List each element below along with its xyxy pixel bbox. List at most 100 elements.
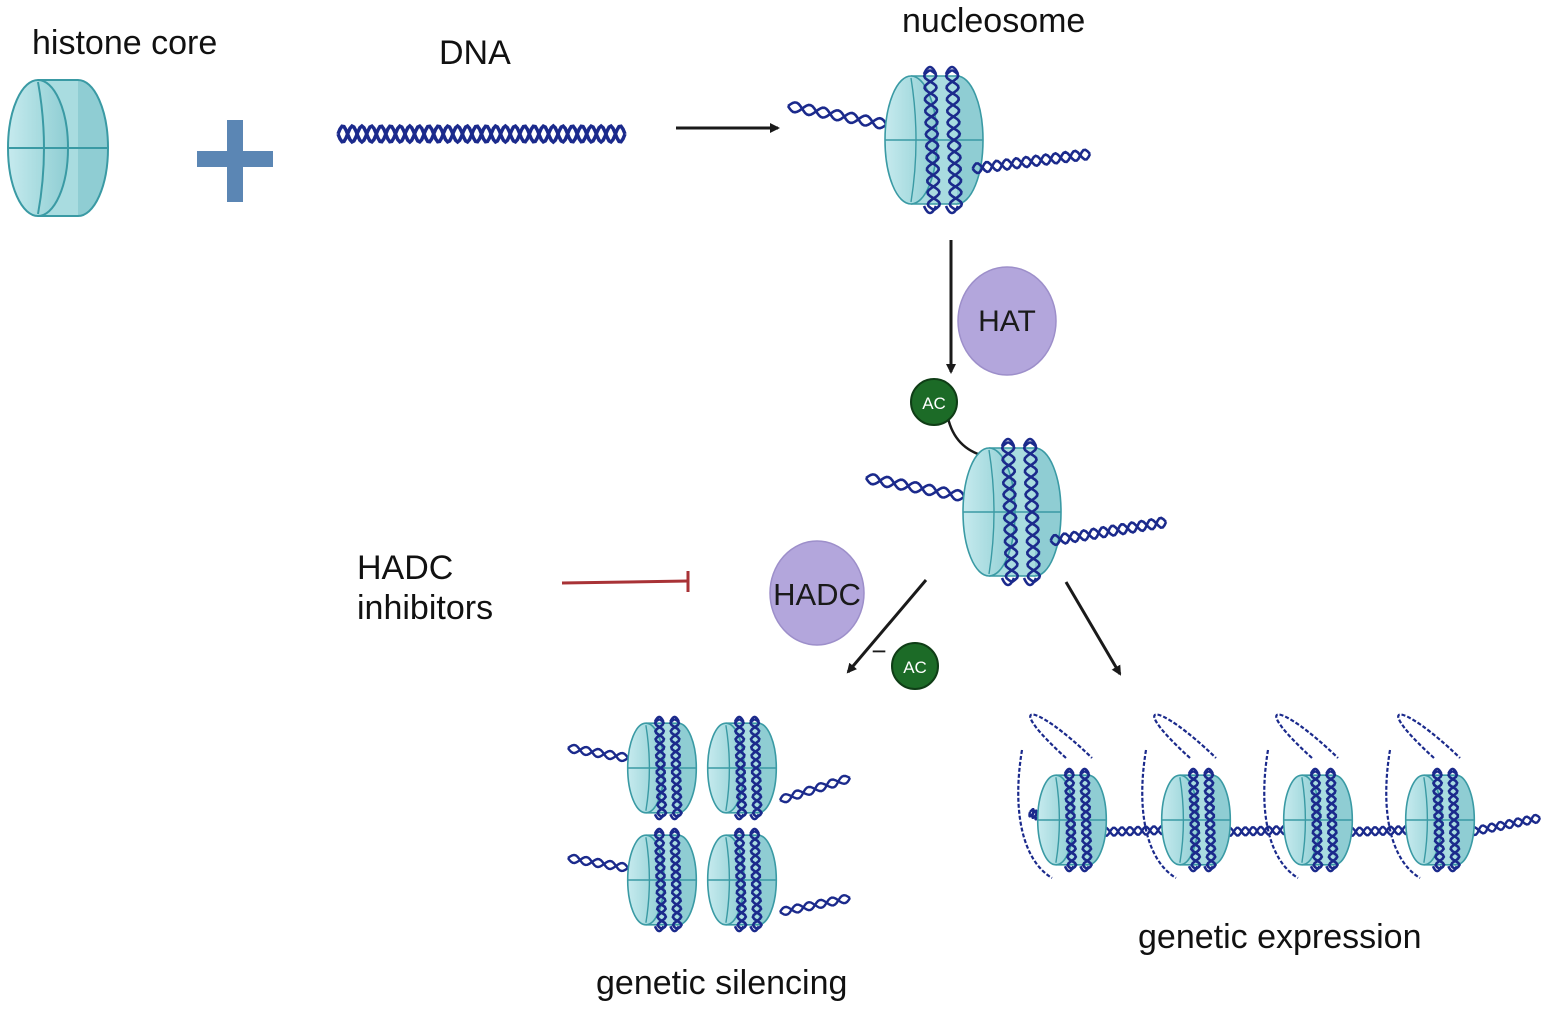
hat-label: HAT bbox=[978, 305, 1036, 338]
dna-loop bbox=[733, 827, 745, 835]
dna-loop bbox=[1309, 865, 1321, 873]
dna-helix-strand bbox=[653, 829, 668, 931]
dna-helix-strand bbox=[971, 149, 1092, 174]
dna-loop bbox=[669, 715, 680, 723]
dna-loop bbox=[944, 205, 960, 215]
acetyl-label-removed: AC bbox=[903, 658, 927, 677]
dna-loop bbox=[1275, 713, 1339, 759]
hadc-label: HADC bbox=[773, 577, 861, 612]
dna-loop bbox=[669, 827, 680, 835]
histone-divider bbox=[910, 77, 917, 203]
dna-helix-strand bbox=[779, 896, 851, 914]
inhibition-line bbox=[561, 571, 690, 592]
acetyl-group-removed: − AC bbox=[871, 636, 939, 690]
histone-divider bbox=[1179, 777, 1185, 863]
histone-divider bbox=[645, 725, 651, 811]
dna-loop bbox=[1397, 713, 1461, 759]
dna-loop bbox=[1187, 767, 1199, 775]
dna-loop bbox=[1325, 865, 1336, 873]
dna-helix-strand bbox=[733, 717, 748, 819]
dna-loop bbox=[733, 813, 745, 821]
histone-divider bbox=[725, 837, 731, 923]
dna-loop bbox=[1187, 865, 1199, 873]
dna-helix-strand bbox=[1063, 769, 1078, 871]
dna-loop bbox=[733, 715, 745, 723]
dna-loop bbox=[1029, 713, 1093, 759]
dna-loop bbox=[749, 827, 760, 835]
genetic-silencing-label: genetic silencing bbox=[596, 964, 848, 1002]
dna-loop bbox=[1063, 767, 1075, 775]
dna-loop bbox=[1079, 767, 1090, 775]
minus-sign: − bbox=[871, 636, 886, 666]
plus-icon bbox=[197, 120, 273, 202]
dna-loop bbox=[1141, 749, 1177, 879]
dna-label: DNA bbox=[439, 34, 511, 72]
dna-helix-strand bbox=[733, 829, 748, 931]
dna-loop bbox=[1447, 767, 1458, 775]
dna-loop bbox=[1447, 865, 1458, 873]
acetylated-nucleosome-shape bbox=[864, 437, 1168, 587]
dna-loop bbox=[1385, 749, 1421, 879]
dna-loop bbox=[922, 205, 938, 215]
dna-loop bbox=[749, 715, 760, 723]
dna-loop bbox=[1203, 767, 1214, 775]
histone-divider bbox=[988, 449, 995, 575]
hadc-inhibitors-line2: inhibitors bbox=[357, 589, 494, 627]
dna-helix-strand bbox=[1325, 769, 1339, 871]
dna-helix-strand bbox=[945, 68, 963, 212]
dna-strand bbox=[336, 123, 627, 145]
dna-loop bbox=[669, 813, 680, 821]
dna-loop bbox=[653, 813, 665, 821]
dna-helix-strand bbox=[669, 829, 683, 931]
dna-loop bbox=[749, 925, 760, 933]
dna-loop bbox=[749, 813, 760, 821]
histone-divider bbox=[645, 837, 651, 923]
histone-core-label: histone core bbox=[32, 24, 218, 62]
dna-loop bbox=[1431, 767, 1443, 775]
dna-loop bbox=[653, 715, 665, 723]
hadc-enzyme: HADC bbox=[769, 540, 865, 646]
dna-loop bbox=[1079, 865, 1090, 873]
arrow-expression bbox=[1064, 581, 1122, 676]
histone-divider bbox=[1301, 777, 1307, 863]
dna-loop bbox=[1063, 865, 1075, 873]
dna-helix-strand bbox=[1468, 815, 1542, 835]
acetyl-group-attached: AC bbox=[910, 378, 985, 458]
histone-divider bbox=[1055, 777, 1061, 863]
dna-helix-strand bbox=[1431, 769, 1446, 871]
dna-helix-strand bbox=[653, 717, 668, 819]
dna-helix-strand bbox=[1049, 517, 1168, 545]
dna-loop bbox=[653, 827, 665, 835]
dna-loop bbox=[1431, 865, 1443, 873]
condensed-chromatin bbox=[567, 715, 852, 933]
dna-helix-strand bbox=[749, 829, 763, 931]
dna-loop bbox=[922, 65, 938, 75]
dna-helix-strand bbox=[787, 101, 902, 133]
dna-helix-strand bbox=[1309, 769, 1324, 871]
dna-helix-strand bbox=[1023, 440, 1041, 584]
genetic-expression-label: genetic expression bbox=[1138, 918, 1422, 956]
dna-helix-strand bbox=[1447, 769, 1461, 871]
acetyl-label-attached: AC bbox=[922, 394, 946, 413]
dna-helix-strand bbox=[1203, 769, 1217, 871]
dna-loop bbox=[1000, 437, 1016, 447]
hadc-inhibitors-label: HADC inhibitors bbox=[357, 548, 493, 628]
histone-divider bbox=[725, 725, 731, 811]
dna-loop bbox=[1263, 749, 1299, 879]
dna-loop bbox=[944, 65, 960, 75]
dna-loop bbox=[1022, 437, 1038, 447]
dna-loop bbox=[1153, 713, 1217, 759]
dna-loop bbox=[1309, 767, 1321, 775]
dna-helix-strand bbox=[1187, 769, 1202, 871]
open-chromatin bbox=[1017, 713, 1542, 879]
dna-helix-strand bbox=[749, 717, 763, 819]
dna-helix-strand bbox=[923, 68, 941, 212]
histone-core-shape bbox=[7, 79, 109, 217]
dna-loop bbox=[1325, 767, 1336, 775]
dna-helix-strand bbox=[1001, 440, 1019, 584]
arrow-deacetylation bbox=[846, 579, 928, 674]
dna-loop bbox=[669, 925, 680, 933]
dna-loop bbox=[1203, 865, 1214, 873]
dna-helix-strand bbox=[778, 777, 852, 801]
